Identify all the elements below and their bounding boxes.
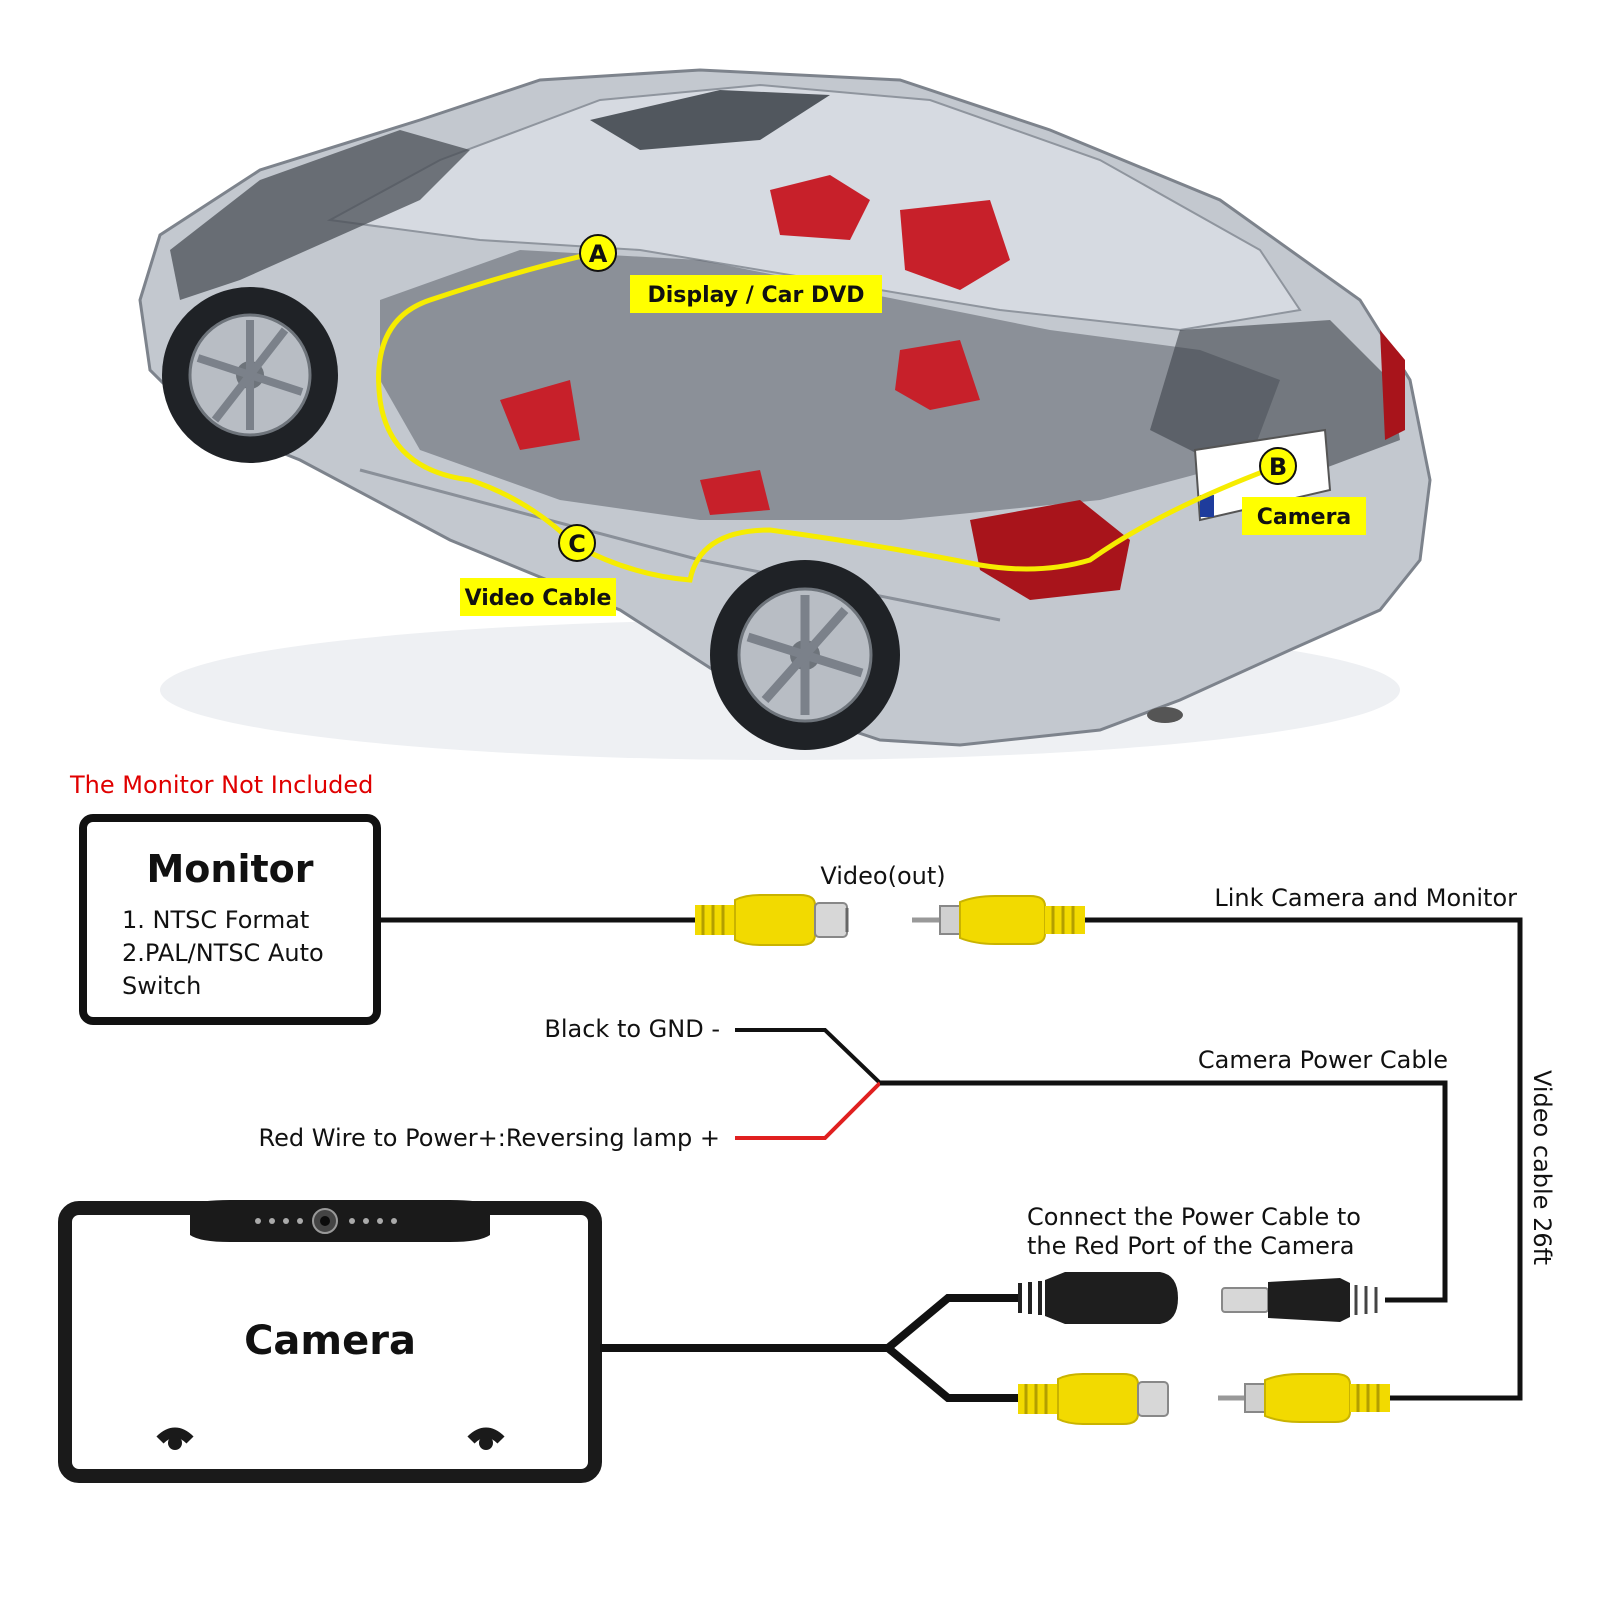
point-c-letter: C: [568, 530, 586, 558]
rca-connector-icon: [912, 895, 1085, 945]
connect-note-line2: the Red Port of the Camera: [1027, 1232, 1354, 1260]
video-extension-cable: [1085, 917, 1523, 1401]
point-a-letter: A: [589, 240, 608, 268]
point-a-marker: A: [579, 234, 617, 272]
camera-power-cable: [880, 1080, 1448, 1303]
connect-note-line1: Connect the Power Cable to: [1027, 1203, 1361, 1231]
monitor-box: [79, 814, 381, 1025]
camera-video-pigtail: [885, 1344, 1018, 1402]
point-a-tag: [630, 275, 882, 313]
car-illustration-icon: [138, 68, 1432, 760]
black-gnd-label: Black to GND -: [544, 1015, 720, 1043]
camera-power-cable-label: Camera Power Cable: [1198, 1046, 1448, 1074]
monitor-spec-3: Switch: [122, 972, 201, 1000]
video-cable-route: [376, 250, 1279, 583]
red-wire-label: Red Wire to Power+:Reversing lamp +: [259, 1124, 720, 1152]
link-camera-monitor-label: Link Camera and Monitor: [1214, 884, 1517, 912]
point-b-letter: B: [1269, 453, 1287, 481]
point-b-marker: B: [1259, 447, 1297, 485]
rca-connector-icon: [695, 894, 849, 946]
license-plate-camera-icon: [58, 1200, 602, 1483]
point-a-label: Display / Car DVD: [647, 283, 864, 308]
point-c-marker: C: [558, 524, 596, 562]
monitor-not-included-note: The Monitor Not Included: [69, 771, 373, 799]
point-c-tag: [460, 578, 616, 616]
dc-power-connector-icon: [1018, 1272, 1178, 1324]
camera-unit-label: Camera: [244, 1318, 416, 1364]
video-cable-26ft-label: Video cable 26ft: [1528, 1070, 1556, 1265]
rca-connector-icon: [1218, 1373, 1390, 1423]
monitor-spec-2: 2.PAL/NTSC Auto: [122, 939, 324, 967]
point-b-tag: [1242, 497, 1366, 535]
camera-power-pigtail: [600, 1294, 1018, 1352]
video-out-label: Video(out): [820, 862, 945, 890]
point-c-label: Video Cable: [465, 586, 612, 611]
monitor-title: Monitor: [146, 847, 313, 891]
dc-power-connector-icon: [1221, 1278, 1378, 1322]
point-b-label: Camera: [1257, 505, 1352, 530]
rca-connector-icon: [1018, 1373, 1169, 1425]
black-gnd-wire: [735, 1028, 882, 1085]
monitor-spec-1: 1. NTSC Format: [122, 906, 309, 934]
red-power-wire: [735, 1081, 882, 1140]
